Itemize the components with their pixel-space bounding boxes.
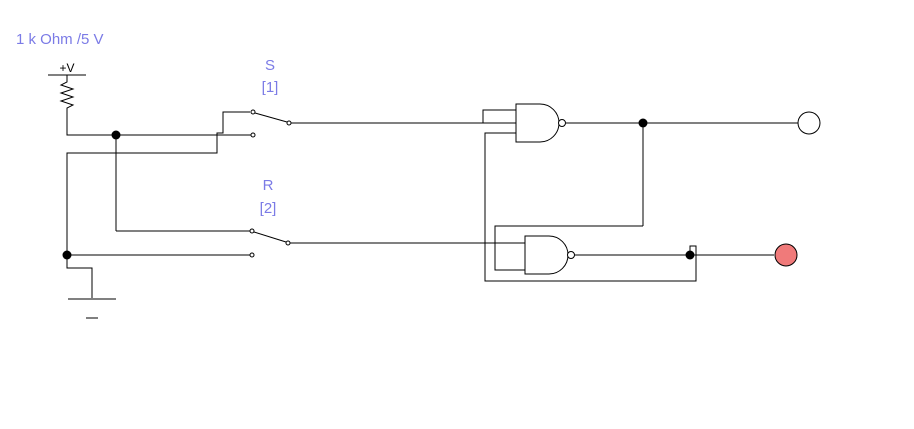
supply-label: 1 k Ohm /5 V [16,31,104,48]
q-bar-indicator-lamp [774,243,798,267]
junction-dot [111,130,121,140]
wire-q-feedback-to-bottom [494,225,643,271]
wire-resistor-to-node [66,118,116,136]
nand-gate-top [515,103,566,143]
wire-nand-top-input-a [482,109,516,123]
wire-nand-top-input-b [484,132,697,282]
switch-r[interactable] [249,228,291,258]
ground-symbol [68,298,116,319]
vcc-terminal: +V [48,61,86,76]
junction-dot [685,250,695,260]
nand-gate-bottom [524,235,575,275]
switch-s[interactable] [250,109,292,138]
junction-dot [638,118,648,128]
switch-r-key-label: [2] [260,200,277,217]
switch-s-key-label: [1] [262,79,279,96]
switch-s-label: S [265,57,275,74]
wire-ground-symbol-lead [66,255,93,298]
switch-r-label: R [263,177,274,194]
wire-s-box [66,111,250,255]
junction-dot [62,250,72,260]
q-indicator-lamp [797,111,821,135]
pullup-resistor [59,75,75,118]
vcc-label: +V [59,61,74,75]
